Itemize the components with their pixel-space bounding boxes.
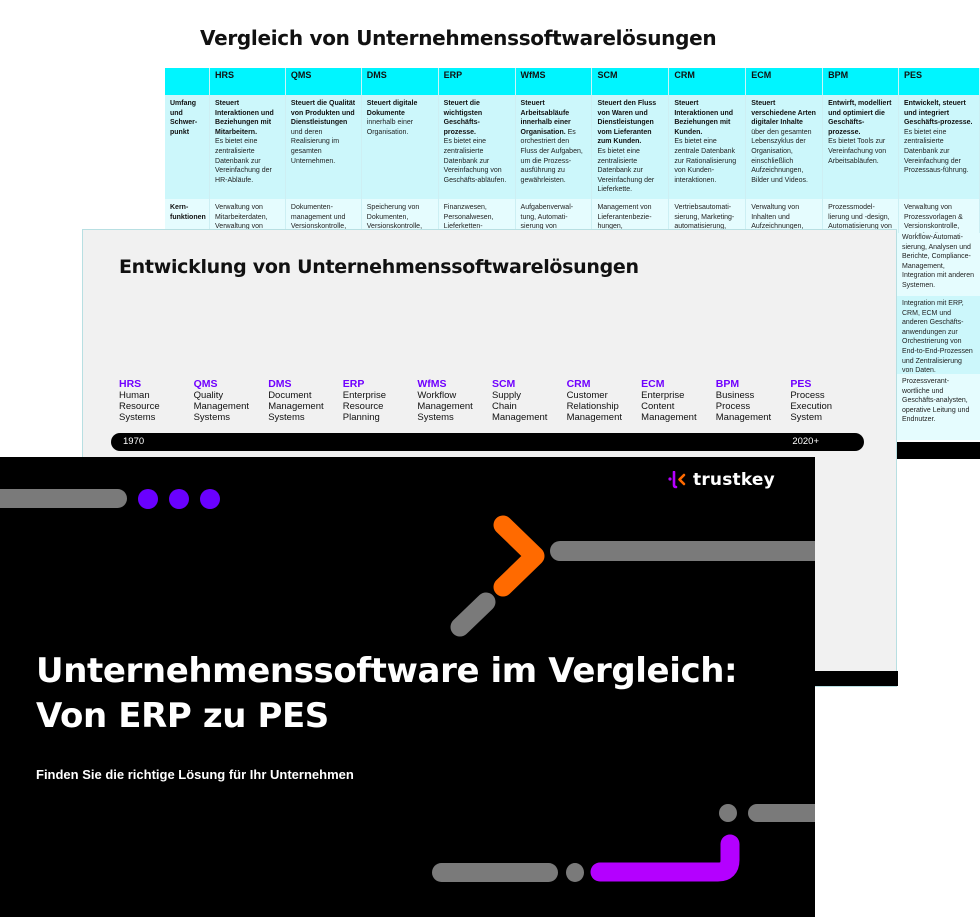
timeline-item-qms: QMS Quality Management Systems — [193, 378, 250, 424]
timeline-item-wfms: WfMS Workflow Management Systems — [417, 378, 473, 424]
pes-core-functions-cont: Workflow-Automati-sierung, Analysen und … — [897, 233, 980, 296]
cover-title: Unternehmenssoftware im Vergleich: Von E… — [36, 651, 738, 736]
gray-slash — [450, 592, 496, 637]
timeline-end-year: 2020+ — [792, 436, 819, 447]
purple-dot-3 — [200, 489, 220, 509]
table-cell: Steuert die Qualität von Produkten und D… — [285, 95, 362, 199]
table-cell: Entwirft, modelliert und optimiert die G… — [822, 95, 899, 199]
column-header-dms: DMS — [361, 68, 439, 95]
row-label: Umfang und Schwer-punkt — [165, 95, 211, 199]
column-header-hrs: HRS — [209, 68, 286, 95]
purple-dot-2 — [169, 489, 189, 509]
brand-wordmark: trustkey — [693, 470, 775, 490]
column-header-crm: CRM — [668, 68, 747, 95]
pes-audience-cell: Prozessverant-wortliche und Geschäfts-an… — [897, 374, 980, 440]
comparison-table: HRS QMS DMS ERP WfMS SCM CRM ECM BPM PES… — [165, 68, 980, 255]
gray-pill-bottom-left — [432, 863, 558, 882]
cover-subtitle: Finden Sie die richtige Lösung für Ihr U… — [36, 767, 354, 782]
table-cell: Steuert Arbeitsabläufe innerhalb einer O… — [515, 95, 593, 199]
timeline-bar: 1970 2020+ — [111, 433, 864, 451]
timeline-item-crm: CRM Customer Relationship Management — [566, 378, 623, 424]
gray-dot-bottom-right — [719, 804, 737, 822]
table-cell: Steuert Interaktionen und Beziehungen mi… — [668, 95, 747, 199]
gray-pill-left — [0, 489, 127, 508]
gray-pill-bottom-right — [748, 804, 815, 822]
column-header-pes: PES — [898, 68, 980, 95]
comparison-title: Vergleich von Unternehmenssoftwarelösung… — [200, 26, 717, 50]
pes-integration-cell: Integration mit ERP, CRM, ECM und andere… — [897, 296, 980, 374]
timeline-item-pes: PES Process Execution System — [790, 378, 833, 424]
timeline-item-dms: DMS Document Management Systems — [268, 378, 324, 424]
page-footer-bar — [897, 442, 980, 459]
column-header-scm: SCM — [591, 68, 670, 95]
column-header — [165, 68, 211, 95]
column-header-wfms: WfMS — [515, 68, 593, 95]
column-header-erp: ERP — [438, 68, 516, 95]
orange-chevron-icon — [493, 515, 545, 597]
timeline-start-year: 1970 — [123, 436, 145, 447]
table-row-scope: Umfang und Schwer-punkt Steuert Interakt… — [165, 95, 980, 199]
purple-dot-1 — [138, 489, 158, 509]
table-cell: Steuert Interaktionen und Beziehungen mi… — [209, 95, 286, 199]
table-cell: Steuert die wichtigsten Geschäfts-prozes… — [438, 95, 516, 199]
timeline-items: HRS Human Resource Systems QMS Quality M… — [119, 378, 879, 424]
column-header-ecm: ECM — [745, 68, 824, 95]
brand-logo: trustkey — [668, 470, 775, 490]
timeline-item-ecm: ECM Enterprise Content Management — [641, 378, 697, 424]
magenta-hook-shape — [590, 834, 740, 882]
cover-page: trustkey Unternehmenssoftware im Verglei… — [0, 457, 815, 917]
timeline-item-hrs: HRS Human Resource Systems — [119, 378, 160, 424]
timeline-title: Entwicklung von Unternehmenssoftwarelösu… — [119, 256, 639, 278]
gray-dot-bottom — [566, 863, 584, 882]
timeline-item-bpm: BPM Business Process Management — [715, 378, 772, 424]
trustkey-logo-icon — [668, 471, 686, 489]
table-cell: Steuert verschiedene Arten digitaler Inh… — [745, 95, 824, 199]
column-header-qms: QMS — [285, 68, 362, 95]
table-cell: Steuert den Fluss von Waren und Dienstle… — [591, 95, 670, 199]
column-header-bpm: BPM — [822, 68, 899, 95]
timeline-item-scm: SCM Supply Chain Management — [491, 378, 548, 424]
gray-pill-right — [550, 541, 815, 561]
table-cell: Entwickelt, steuert und integriert Gesch… — [898, 95, 980, 199]
timeline-item-erp: ERP Enterprise Resource Planning — [342, 378, 387, 424]
pes-column-overflow: Workflow-Automati-sierung, Analysen und … — [897, 233, 980, 443]
table-header-row: HRS QMS DMS ERP WfMS SCM CRM ECM BPM PES — [165, 68, 980, 95]
